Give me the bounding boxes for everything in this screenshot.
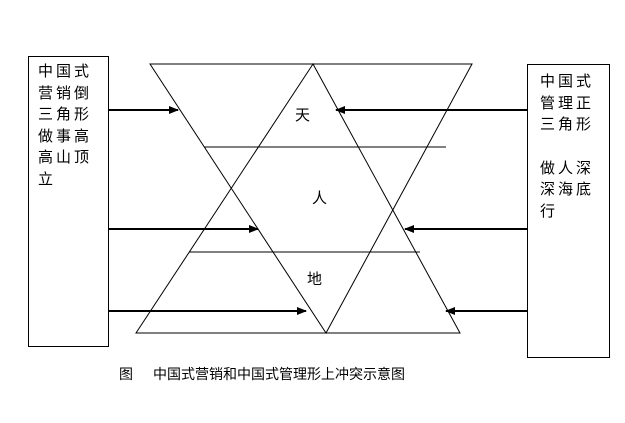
right-box-line: 行 <box>540 201 559 220</box>
zone-label-heaven: 天 <box>295 106 311 124</box>
right-box-line: 深海底 <box>540 180 595 198</box>
marketing-inverted-triangle-box: 中国式 营销倒 三角形 做事高 高山顶 立 <box>28 56 109 347</box>
left-box-line: 三角形 <box>38 105 93 123</box>
right-box-line: 管理正 <box>540 93 595 112</box>
left-box-line: 做事高 <box>38 126 93 145</box>
upright-triangle <box>135 63 461 334</box>
left-box-line: 高山顶 <box>38 148 93 166</box>
zone-label-human: 人 <box>312 189 328 207</box>
zone-label-earth: 地 <box>307 270 323 288</box>
left-box-line: 立 <box>38 169 57 188</box>
left-box-line: 中国式 <box>38 62 93 80</box>
right-box-spacer <box>540 136 609 158</box>
inverted-triangle <box>149 63 473 334</box>
management-upright-triangle-box: 中国式 管理正 三角形 做人深 深海底 行 <box>527 64 610 358</box>
right-box-line: 三角形 <box>540 115 595 133</box>
right-box-line: 做人深 <box>540 158 595 177</box>
left-box-line: 营销倒 <box>38 83 93 102</box>
caption-text: 中国式营销和中国式管理形上冲突示意图 <box>153 367 405 383</box>
caption-prefix: 图 <box>119 367 133 383</box>
right-box-line: 中国式 <box>540 72 595 90</box>
